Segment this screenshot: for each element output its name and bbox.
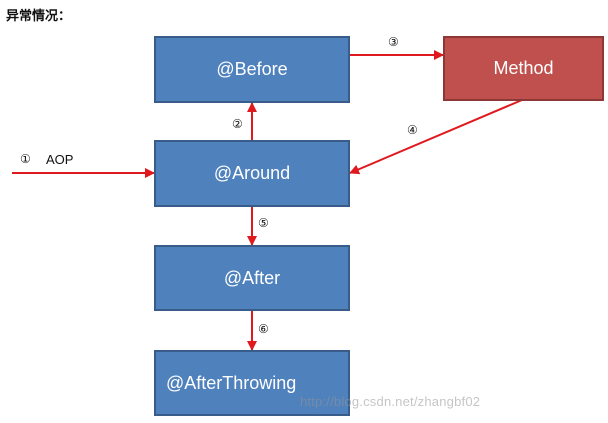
watermark-text: http://blog.csdn.net/zhangbf02 <box>300 394 481 409</box>
around-node-label: @Around <box>213 163 291 183</box>
method-node-label: Method <box>493 58 554 78</box>
around-node: @Around <box>154 140 350 207</box>
diagram-heading: 异常情况： <box>6 9 72 24</box>
method-node: Method <box>443 36 604 101</box>
before-node: @Before <box>154 36 350 103</box>
arrow-method-to-around <box>349 99 523 175</box>
before-node-label: @Before <box>216 59 288 79</box>
afterthrowing-node: @AfterThrowing <box>154 350 350 416</box>
step-6-marker: ⑥ <box>258 322 269 336</box>
step-1-marker: ① <box>20 152 31 166</box>
step-4-marker: ④ <box>407 123 418 137</box>
step-2-marker: ② <box>232 117 243 131</box>
after-node: @After <box>154 245 350 311</box>
step-3-marker: ③ <box>388 35 399 49</box>
afterthrowing-node-label: @AfterThrowing <box>166 372 297 393</box>
after-node-label: @After <box>223 267 281 288</box>
aop-label: AOP <box>46 152 74 167</box>
step-5-marker: ⑤ <box>258 216 269 230</box>
